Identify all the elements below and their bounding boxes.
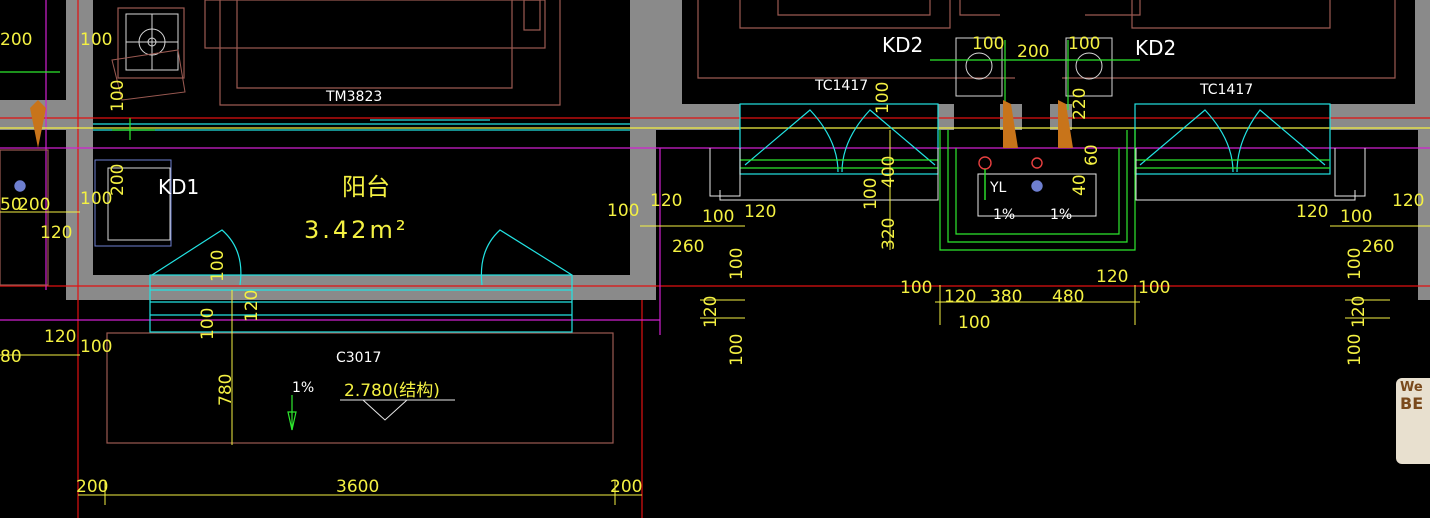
dim-120-l: 120: [40, 223, 72, 243]
dim-100-rr: 100: [1340, 207, 1372, 227]
dim-120-b: 120: [744, 202, 776, 222]
label-tc1417-left: TC1417: [814, 78, 868, 94]
dim-100-mid1: 100: [208, 250, 228, 282]
watermark-text-1: We: [1400, 380, 1423, 395]
room-area: 3.42m²: [304, 216, 408, 244]
label-kd1: KD1: [158, 175, 199, 199]
dim-120-mid1: 120: [242, 290, 262, 322]
dimension-texts: 200 100 100 50 200 120 120 100 80 100 12…: [0, 30, 1424, 497]
label-slope-r2: 1%: [1050, 207, 1072, 223]
dim-200-br: 200: [610, 477, 642, 497]
dim-40: 40: [1070, 174, 1090, 196]
dim-100-tl: 100: [80, 30, 112, 50]
dim-100-kd2l: 100: [972, 34, 1004, 54]
white-outlines: [340, 148, 1366, 421]
dim-50-l: 50: [0, 195, 22, 215]
dim-480: 480: [1052, 287, 1084, 307]
dim-120-re: 120: [1392, 191, 1424, 211]
dim-100-bot3: 100: [958, 313, 990, 333]
drain-icons: [14, 156, 1043, 200]
dim-100-v2: 100: [727, 248, 747, 280]
dim-80-bl: 80: [0, 347, 22, 367]
dim-200-bl2: 200: [76, 477, 108, 497]
green-lines: [0, 40, 1330, 431]
dim-100-rv2: 100: [1345, 334, 1365, 366]
dimension-texts-vertical: 100 200 100 120 100 780 100 120 100 100 …: [108, 80, 1369, 406]
label-elevation: 2.780(结构): [344, 381, 440, 401]
watermark-logo: We BE: [1396, 378, 1430, 464]
label-tm3823: TM3823: [325, 89, 382, 105]
watermark-text-2: BE: [1400, 394, 1424, 413]
label-slope-main: 1%: [292, 380, 314, 396]
dim-200-tl: 200: [0, 30, 32, 50]
dim-320: 320: [879, 218, 899, 250]
dim-100-kd1: 100: [80, 189, 112, 209]
dim-120-rr: 120: [1296, 202, 1328, 222]
dim-380: 380: [990, 287, 1022, 307]
dim-100-bl: 100: [80, 337, 112, 357]
fixture-symbols: [94, 13, 1113, 247]
dim-260-rr: 260: [1362, 237, 1394, 257]
dim-100-r2: 100: [861, 178, 881, 210]
dim-100-bot2: 100: [1138, 278, 1170, 298]
dim-100-mid2: 100: [198, 308, 218, 340]
dim-400: 400: [879, 156, 899, 188]
dim-100-a: 100: [702, 207, 734, 227]
label-tc1417-right: TC1417: [1199, 82, 1253, 98]
dim-100-bot1: 100: [900, 278, 932, 298]
dim-220: 220: [1070, 88, 1090, 120]
dim-120-rv: 120: [1349, 296, 1369, 328]
dim-120-bl: 120: [44, 327, 76, 347]
dim-60: 60: [1082, 144, 1102, 166]
dim-120-bot2: 120: [1096, 267, 1128, 287]
label-slope-r1: 1%: [993, 207, 1015, 223]
dim-200-l: 200: [18, 195, 50, 215]
furniture-outlines: [0, 0, 1396, 444]
room-name: 阳台: [342, 173, 390, 201]
dim-120-bot: 120: [944, 287, 976, 307]
dim-120-a: 120: [650, 191, 682, 211]
cyan-windows: [93, 103, 1331, 333]
dim-780: 780: [216, 374, 236, 406]
label-kd2-left: KD2: [882, 33, 923, 57]
label-yl: YL: [989, 180, 1007, 196]
label-kd2-right: KD2: [1135, 36, 1176, 60]
dim-200-kd2: 200: [1017, 42, 1049, 62]
dim-260-a: 260: [672, 237, 704, 257]
text-labels: 阳台 3.42m² TM3823 TC1417 TC1417 KD1 KD2 K…: [158, 33, 1253, 401]
dim-120-v2: 120: [701, 296, 721, 328]
dim-100-kd2r: 100: [1068, 34, 1100, 54]
column-hatch: [30, 100, 1073, 148]
dim-100-win: 100: [607, 201, 639, 221]
dim-100-v3: 100: [727, 334, 747, 366]
dim-3600: 3600: [336, 477, 379, 497]
dim-100-rv1: 100: [1345, 248, 1365, 280]
dim-100-r1: 100: [873, 82, 893, 114]
dim-100-v1: 100: [108, 80, 128, 112]
dim-200-v: 200: [108, 164, 128, 196]
dimension-lines: [0, 130, 1430, 505]
label-c3017: C3017: [336, 350, 381, 366]
